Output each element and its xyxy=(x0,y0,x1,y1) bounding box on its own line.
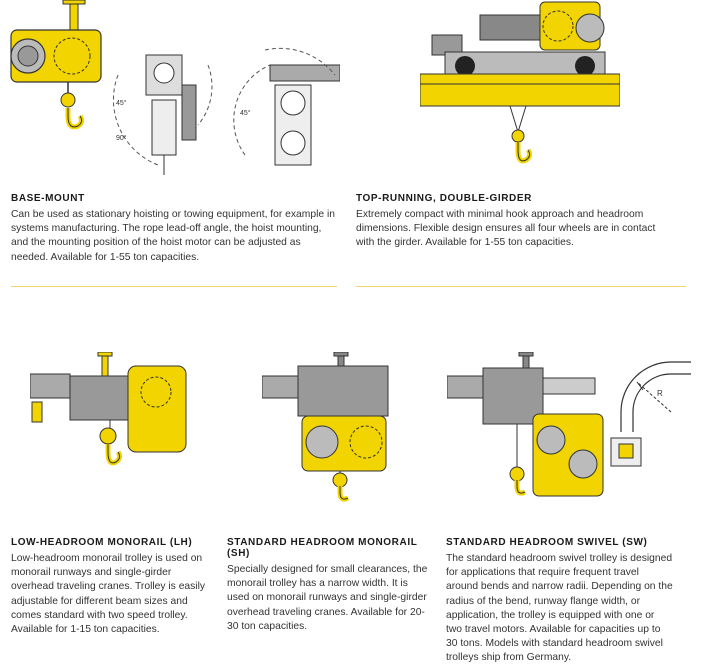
section-low-headroom-monorail: LOW-HEADROOM MONORAIL (LH) Low-headroom … xyxy=(11,537,221,637)
section-title: STANDARD HEADROOM SWIVEL (SW) xyxy=(446,537,648,548)
description-line: monorail trolley has a narrow width. It … xyxy=(227,578,408,590)
angle-label-1: 45° xyxy=(116,99,127,107)
lh-trolley-illustration xyxy=(30,352,187,466)
base-mount-angle-diagram-2: 45° xyxy=(233,47,340,166)
section-title: BASE-MOUNT xyxy=(11,193,85,204)
double-girder-trolley-illustration xyxy=(420,1,620,164)
angle-label-3: 45° xyxy=(240,109,251,117)
section-title: TOP-RUNNING, DOUBLE-GIRDER xyxy=(356,193,532,204)
radius-label: R xyxy=(657,389,663,398)
base-mount-hoist-illustration xyxy=(10,0,102,130)
description-line: monorail runways and single-girder xyxy=(11,567,172,579)
description-line: application, the trolley is equipped wit… xyxy=(446,609,655,621)
section-standard-headroom-monorail: STANDARD HEADROOM MONORAIL (SH) Speciall… xyxy=(227,537,437,634)
description-line: needed. Available for 1-55 ton capacitie… xyxy=(11,251,200,263)
description-line: radius of the bend, runway flange width,… xyxy=(446,595,641,607)
description-line: adjustable for different beam sizes and xyxy=(11,595,188,607)
description-line: and the mounting position of the hoist m… xyxy=(11,237,301,249)
description-line: overhead traveling cranes. Trolley is ea… xyxy=(11,581,206,593)
description-line: Low-headroom monorail trolley is used on xyxy=(11,553,203,564)
section-base-mount: BASE-MOUNT Can be used as stationary hoi… xyxy=(11,193,351,265)
description-line: comes standard with two speed trolley. xyxy=(11,609,188,621)
description-line: Available for 1-15 ton capacities. xyxy=(11,624,160,636)
sh-trolley-illustration xyxy=(262,352,389,502)
description-line: trolleys ship from Germany. xyxy=(446,652,572,664)
description-line: used on monorail runways and single-gird… xyxy=(227,592,427,604)
description-line: with the girder. Available for 1-55 ton … xyxy=(356,237,574,249)
section-description: Extremely compact with minimal hook appr… xyxy=(356,208,701,251)
section-divider-left xyxy=(11,286,337,287)
section-description: Low-headroom monorail trolley is used on… xyxy=(11,552,221,637)
section-title: STANDARD HEADROOM MONORAIL (SH) xyxy=(227,537,418,559)
sw-trolley-illustration xyxy=(447,352,604,497)
section-standard-headroom-swivel: STANDARD HEADROOM SWIVEL (SW) The standa… xyxy=(446,537,696,666)
section-description: The standard headroom swivel trolley is … xyxy=(446,552,696,666)
description-line: for applications that require frequent t… xyxy=(446,567,639,579)
description-line: systems manufacturing. The rope lead-off… xyxy=(11,223,322,235)
description-line: 30 ton capacities. xyxy=(227,620,308,632)
description-line: Extremely compact with minimal hook appr… xyxy=(356,209,644,220)
base-mount-angle-diagram: 45° 90° xyxy=(112,54,213,175)
section-description: Can be used as stationary hoisting or to… xyxy=(11,208,351,265)
description-line: two travel motors. Available for capacit… xyxy=(446,624,661,636)
description-line: 30 tons. Models with standard headroom s… xyxy=(446,638,663,650)
description-line: overhead traveling cranes. Available for… xyxy=(227,606,425,618)
description-line: around bends and narrow radii. Depending… xyxy=(446,581,673,593)
angle-label-2: 90° xyxy=(116,134,127,142)
section-title: LOW-HEADROOM MONORAIL (LH) xyxy=(11,537,193,548)
section-divider-right xyxy=(356,286,686,287)
section-top-running-double-girder: TOP-RUNNING, DOUBLE-GIRDER Extremely com… xyxy=(356,193,701,251)
description-line: The standard headroom swivel trolley is … xyxy=(446,553,673,564)
description-line: Can be used as stationary hoisting or to… xyxy=(11,209,335,220)
curved-runway-diagram: R xyxy=(610,361,691,467)
description-line: dimensions. Flexible design ensures all … xyxy=(356,223,656,235)
section-description: Specially designed for small clearances,… xyxy=(227,563,437,634)
description-line: Specially designed for small clearances,… xyxy=(227,564,428,575)
